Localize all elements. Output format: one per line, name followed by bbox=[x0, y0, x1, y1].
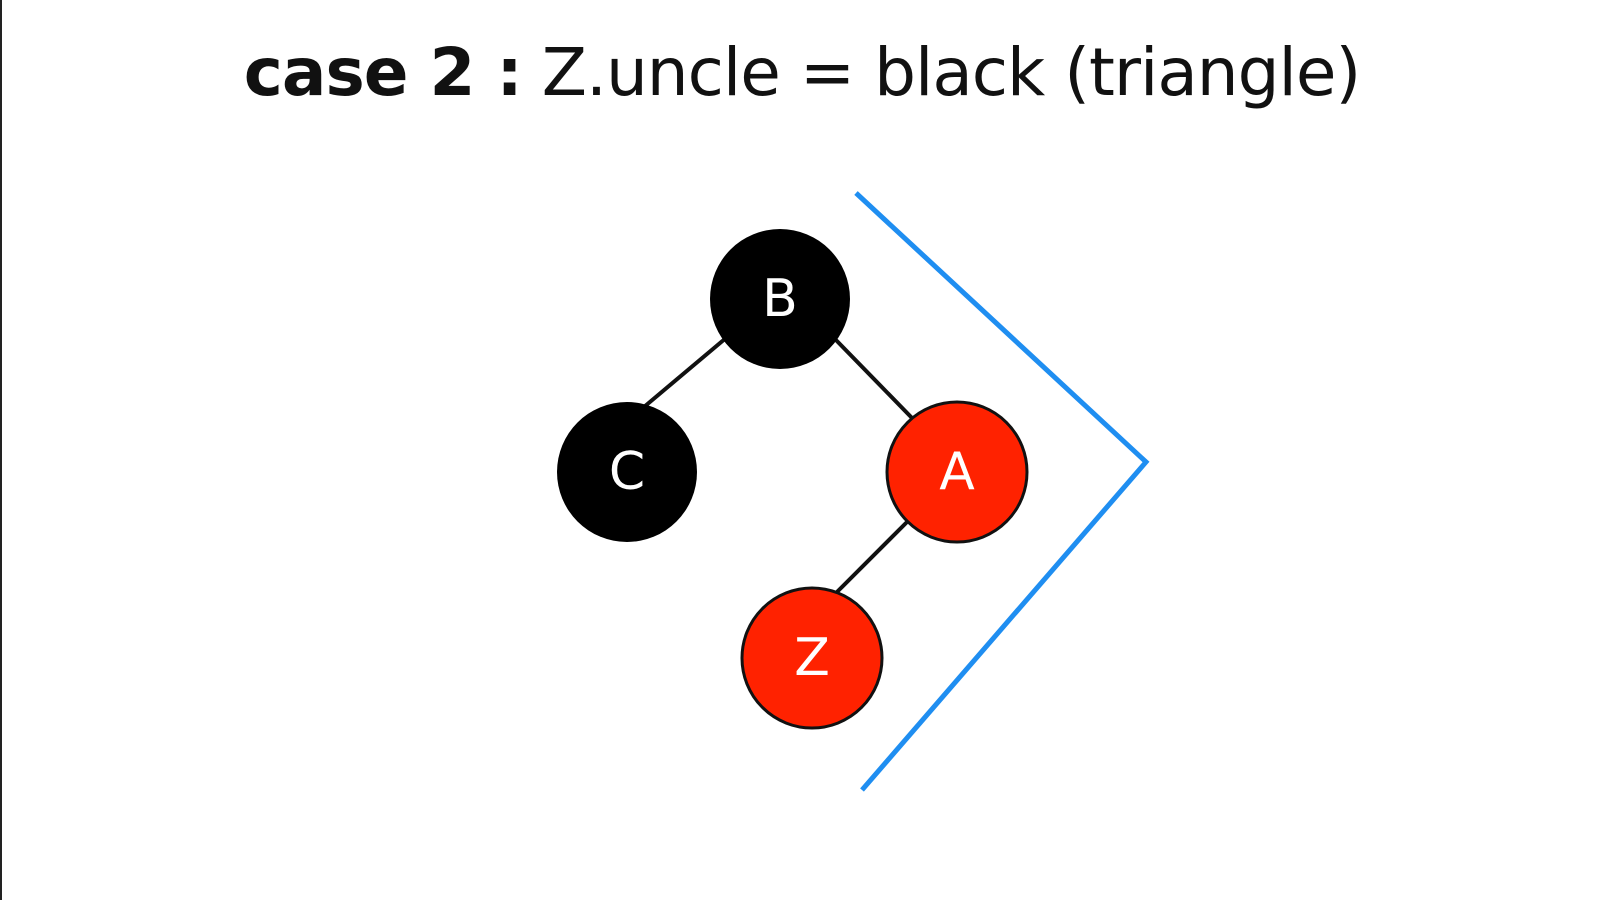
node-a-circle bbox=[885, 400, 1029, 544]
title-case-label: case 2 : bbox=[243, 34, 523, 111]
node-z-label: Z bbox=[794, 628, 830, 688]
node-a: A bbox=[885, 400, 1029, 544]
node-z: Z bbox=[740, 586, 884, 730]
node-b: B bbox=[710, 229, 850, 369]
node-b-label: B bbox=[762, 269, 798, 329]
node-c: C bbox=[557, 402, 697, 542]
edge-b-c bbox=[636, 336, 728, 414]
triangle-marker bbox=[854, 191, 1150, 792]
edge-b-a bbox=[832, 336, 914, 420]
node-c-circle bbox=[557, 402, 697, 542]
slide-title: case 2 : Z.uncle = black (triangle) bbox=[2, 28, 1600, 118]
node-b-circle bbox=[710, 229, 850, 369]
edge-a-z bbox=[835, 520, 909, 594]
node-z-circle bbox=[740, 586, 884, 730]
node-c-label: C bbox=[609, 442, 645, 502]
node-a-label: A bbox=[939, 442, 975, 502]
title-condition: Z.uncle = black (triangle) bbox=[541, 34, 1361, 111]
